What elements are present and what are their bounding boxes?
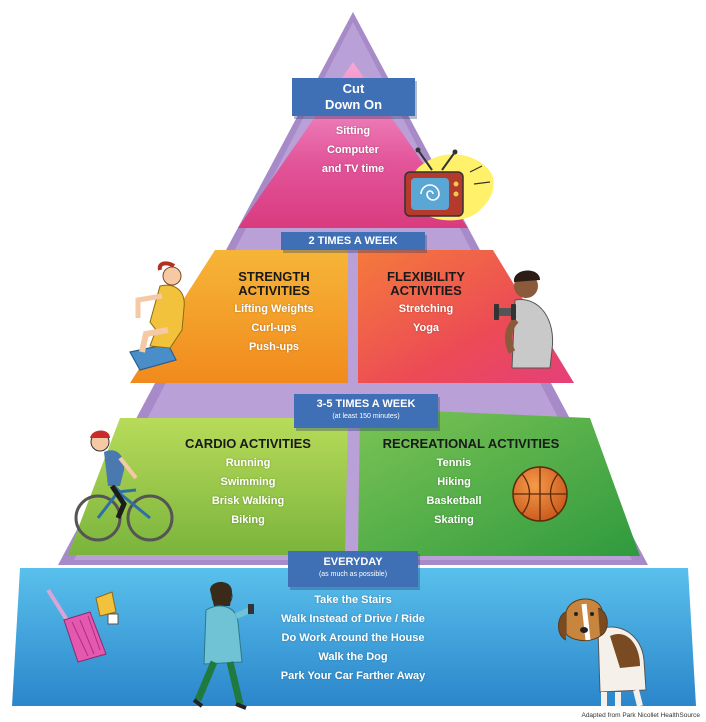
tv-icon [404,147,494,221]
woman-lifting-icon [129,261,185,371]
cyclist-icon [74,430,174,542]
basketball-icon [512,466,568,522]
top-item: Sitting [335,125,371,137]
strength-heading-line1: STRENGTH [238,269,310,284]
everyday-items-list: Take the Stairs Walk Instead of Drive / … [246,591,460,686]
cardio-items-list: Running Swimming Brisk Walking Biking [180,454,316,530]
everyday-banner: EVERYDAY (as much as possible) [288,551,418,587]
cardio-item: Running [225,457,271,469]
top-item: Computer [327,144,379,156]
recreational-items-list: Tennis Hiking Basketball Skating [394,454,514,530]
everyday-item: Park Your Car Farther Away [280,670,426,682]
walking-woman-icon [192,582,254,710]
top-items-list: Sitting Computer and TV time [280,122,426,179]
broom-icon [46,588,119,663]
strength-items-list: Lifting Weights Curl-ups Push-ups [206,300,342,357]
recreational-item: Basketball [426,495,482,507]
everyday-item: Walk the Dog [318,651,388,663]
strength-item: Lifting Weights [234,303,314,315]
strength-panel [130,250,348,383]
everyday-item: Do Work Around the House [281,632,425,644]
everyday-panel [12,568,696,706]
cardio-item: Swimming [220,476,276,488]
strength-heading: STRENGTH ACTIVITIES [214,270,334,298]
top-item: and TV time [321,163,385,175]
strength-item: Curl-ups [251,322,297,334]
source-credit: Adapted from Park Nicollet HealthSource [581,712,700,719]
three-five-banner-subtitle: (at least 150 minutes) [332,413,400,420]
two-times-banner: 2 TIMES A WEEK [281,232,425,250]
three-five-banner-title: 3-5 TIMES A WEEK [316,398,416,410]
cardio-panel [68,418,348,555]
recreational-panel [358,408,640,556]
strength-item: Push-ups [248,341,300,353]
flexibility-heading-line2: ACTIVITIES [390,283,462,298]
dog-icon [558,598,647,707]
cut-down-banner-line1: Cut [342,81,365,96]
cut-down-banner-line2: Down On [324,97,383,112]
flexibility-heading-line1: FLEXIBILITY [387,269,465,284]
three-five-banner: 3-5 TIMES A WEEK (at least 150 minutes) [294,394,438,428]
recreational-item: Tennis [436,457,472,469]
strength-heading-line2: ACTIVITIES [238,283,310,298]
flexibility-items-list: Stretching Yoga [366,300,486,338]
cardio-item: Brisk Walking [211,495,285,507]
cardio-heading: CARDIO ACTIVITIES [185,436,311,451]
flexibility-item: Yoga [412,322,440,334]
cut-down-banner: Cut Down On [292,78,415,116]
flexibility-heading: FLEXIBILITY ACTIVITIES [366,270,486,298]
recreational-item: Skating [434,514,474,526]
everyday-banner-title: EVERYDAY [323,556,383,568]
flexibility-item: Stretching [398,303,454,315]
cardio-item: Biking [231,514,265,526]
everyday-item: Walk Instead of Drive / Ride [281,613,425,625]
recreational-heading: RECREATIONAL ACTIVITIES [382,436,560,451]
man-dumbbell-icon [494,270,554,369]
everyday-item: Take the Stairs [314,594,392,606]
recreational-item: Hiking [437,476,471,488]
everyday-banner-subtitle: (as much as possible) [318,571,388,578]
